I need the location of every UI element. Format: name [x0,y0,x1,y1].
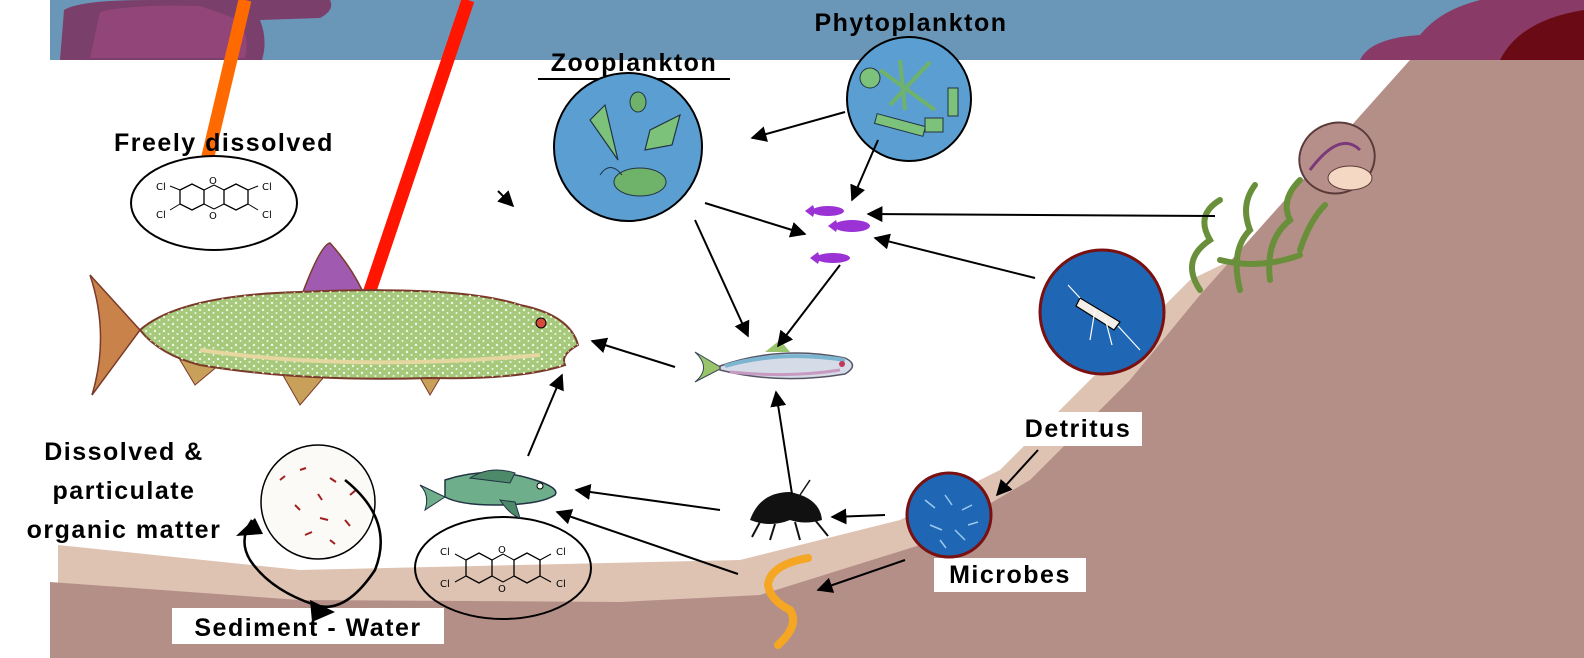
label-microbes: Microbes [949,561,1071,589]
silver-fish-icon [695,340,853,382]
lake-trout-icon [90,243,578,405]
arrow-smallfish-to-silverfish [778,265,840,346]
arrow-amphipod-to-silverfish [776,392,792,494]
svg-text:Cl: Cl [262,182,272,193]
cycle-arrowhead-top [236,518,263,536]
label-dissolved-3: organic matter [27,516,222,544]
sculpin-fish-icon [420,470,556,518]
arrow-amphipod-to-sculpin [576,490,720,510]
label-dissolved-2: particulate [53,477,196,505]
svg-text:O: O [209,176,217,187]
svg-text:Cl: Cl [262,210,272,221]
svg-text:Cl: Cl [440,547,450,558]
svg-text:O: O [498,545,506,556]
label-sediment-water: Sediment - Water [194,614,421,642]
organic-matter-circle-icon [261,445,375,559]
arrow-sculpin-to-trout [528,375,562,456]
label-freely-dissolved: Freely dissolved [114,129,334,157]
small-purple-fish-group [805,205,870,264]
arrow-phyto-to-zoo [752,112,845,138]
svg-text:Cl: Cl [440,579,450,590]
arrow-silverfish-to-trout [592,341,675,367]
arrow-zoo-to-smallfish [705,203,805,234]
arrow-larva-to-smallfish [875,238,1035,278]
svg-text:Cl: Cl [556,547,566,558]
label-detritus: Detritus [1025,415,1131,443]
arrow-phyto-to-smallfish [852,140,878,200]
phytoplankton-circle-icon [847,37,971,161]
svg-text:O: O [209,211,217,222]
label-dissolved-1: Dissolved & [44,438,204,466]
svg-text:O: O [498,584,506,595]
arrow-microbes-to-amphipod [832,515,885,517]
arrow-zoo-to-silverfish [695,220,748,336]
svg-text:Cl: Cl [156,182,166,193]
amphipod-icon [750,480,828,540]
zooplankton-circle-icon [554,73,702,221]
svg-text:Cl: Cl [156,210,166,221]
arrow-short-small [498,191,513,206]
insect-larva-circle-icon [1040,250,1164,374]
microbes-circle-icon [907,473,991,557]
arrow-seaweed-to-smallfish [868,214,1215,216]
svg-text:Cl: Cl [556,579,566,590]
dioxin-molecule-top: O O Cl Cl Cl Cl [131,156,297,250]
label-phytoplankton: Phytoplankton [814,9,1007,37]
